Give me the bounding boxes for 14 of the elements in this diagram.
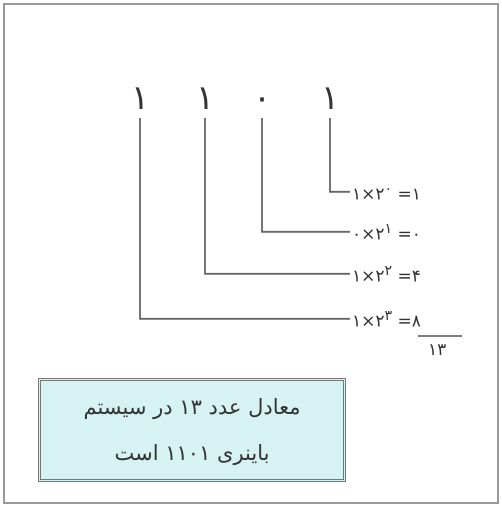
binary-digit: ۱ <box>125 78 155 118</box>
power-term: ۰×۲$^{۱}$ =۰ <box>352 218 421 246</box>
sum-value: ۱۳ <box>428 340 446 360</box>
binary-digit: ۱ <box>190 78 220 118</box>
power-term: ۱×۲$^{۰}$ =۱ <box>352 178 421 206</box>
leader-line <box>329 118 350 193</box>
note-box: معادل عدد ۱۳ در سیستم باینری ۱۱۰۱ است <box>38 378 346 482</box>
power-term: ۱×۲$^{۳}$ =۸ <box>352 305 421 333</box>
power-term: ۱×۲$^{۲}$ =۴ <box>352 260 421 288</box>
leader-line <box>139 118 350 320</box>
binary-digit: ۰ <box>247 78 277 118</box>
leader-line <box>204 118 350 275</box>
binary-digit: ۱ <box>315 78 345 118</box>
leader-line <box>261 118 350 233</box>
